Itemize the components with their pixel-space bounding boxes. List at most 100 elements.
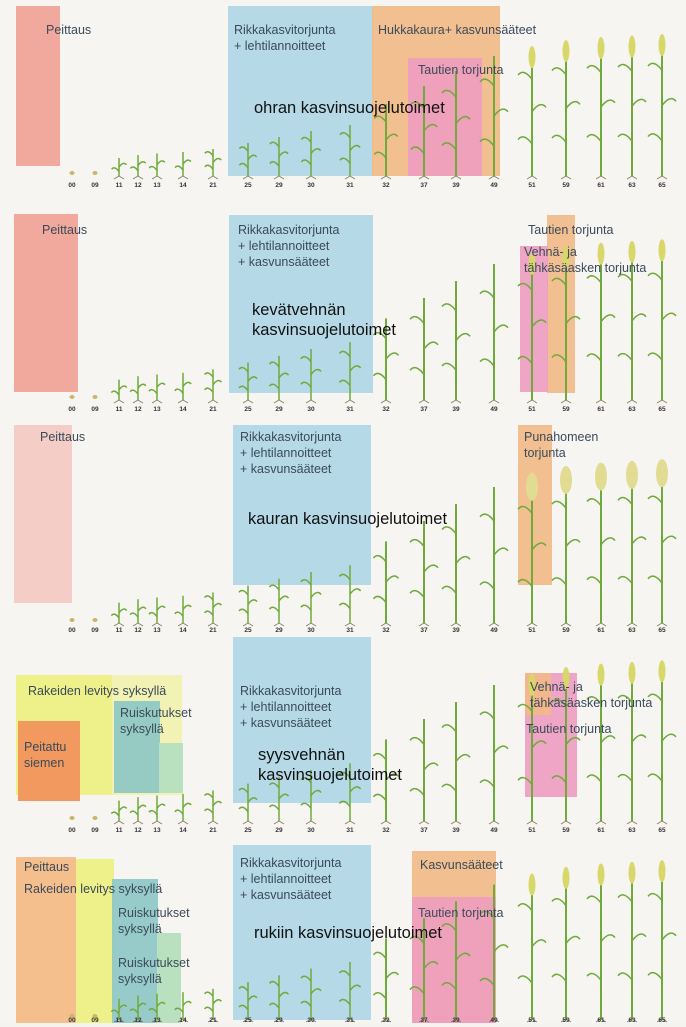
panel-winter-wheat: Rakeiden levitys syksyllä Ruiskutukset s… [0, 635, 686, 843]
herbicide-label-2: + lehtilannoitteet [240, 445, 331, 461]
panel-title: ohran kasvinsuojelutoimet [254, 98, 445, 119]
growth-stage-label: 25 [244, 406, 251, 413]
growth-stage-label: 65 [658, 627, 665, 634]
growth-stage-label: 13 [153, 406, 160, 413]
growth-stage-label: 51 [528, 406, 535, 413]
growth-stage-label: 31 [346, 627, 353, 634]
growth-stage-label: 32 [382, 627, 389, 634]
herbicide-label-2: + lehtilannoitteet [240, 871, 331, 887]
growth-stage-ticks: 0009111213142125293031323739495159616365 [0, 406, 686, 416]
growth-stage-label: 63 [628, 627, 635, 634]
fusarium-label-1: Punahomeen [524, 429, 598, 445]
panel-title: rukiin kasvinsuojelutoimet [254, 923, 442, 944]
growth-stage-label: 31 [346, 406, 353, 413]
autumn-spraying-label-2: syksyllä [118, 921, 162, 937]
growth-stage-label: 61 [597, 827, 604, 834]
growth-stage-label: 25 [244, 182, 251, 189]
growth-stage-label: 37 [420, 406, 427, 413]
growth-stage-label: 00 [68, 406, 75, 413]
seed-treatment-band [14, 425, 72, 603]
herbicide-label-2: + lehtilannoitteet [238, 238, 329, 254]
growth-stage-label: 65 [658, 827, 665, 834]
growth-stage-label: 11 [116, 827, 123, 834]
seed-treatment-label: Peittaus [42, 222, 87, 238]
growth-stage-label: 30 [307, 182, 314, 189]
herbicide-label-2: + lehtilannoitteet [240, 699, 331, 715]
growth-stage-label: 21 [209, 627, 216, 634]
growth-stage-label: 59 [562, 182, 569, 189]
plant-stage-00 [70, 171, 75, 175]
disease-control-label: Tautien torjunta [528, 222, 613, 238]
growth-stage-label: 13 [153, 182, 160, 189]
growth-stage-label: 63 [628, 182, 635, 189]
herbicide-label-1: Rikkakasvitorjunta [240, 855, 341, 871]
growth-stage-label: 51 [528, 827, 535, 834]
growth-stage-label: 37 [420, 182, 427, 189]
seed-treatment-label: Peittaus [46, 22, 91, 38]
growth-stage-label: 39 [452, 182, 459, 189]
autumn-spraying-band-b [159, 743, 183, 793]
growth-stage-label: 29 [275, 827, 282, 834]
growth-stage-label: 39 [452, 627, 459, 634]
plant-stage-09 [93, 618, 98, 622]
growth-stage-label: 09 [91, 627, 98, 634]
growth-stage-label: 12 [134, 406, 141, 413]
growth-stage-label: 49 [490, 827, 497, 834]
panel-title-line-1: syysvehnän [258, 745, 345, 766]
plant-stage-00 [70, 395, 75, 399]
growth-stage-label: 14 [179, 182, 186, 189]
growth-stage-label: 51 [528, 182, 535, 189]
growth-stage-label: 12 [134, 827, 141, 834]
seed-treatment-label: Peittaus [24, 859, 69, 875]
growth-stage-label: 65 [658, 182, 665, 189]
panel-rye: Peittaus Rakeiden levitys syksyllä Ruisk… [0, 843, 686, 1023]
growth-stage-label: 25 [244, 627, 251, 634]
panel-title: kauran kasvinsuojelutoimet [248, 509, 447, 530]
herbicide-label-3: + kasvunsääteet [238, 254, 329, 270]
growth-stage-ticks: 0009111213142125293031323739495159616365 [0, 827, 686, 837]
growth-stage-label: 13 [153, 827, 160, 834]
growth-stage-label: 61 [597, 406, 604, 413]
plant-stage-09 [93, 395, 98, 399]
granule-autumn-label: Rakeiden levitys syksyllä [28, 683, 166, 699]
growth-stage-label: 11 [116, 406, 123, 413]
panel-barley: Peittaus Rikkakasvitorjunta + lehtilanno… [0, 0, 686, 210]
herbicide-label-1: Rikkakasvitorjunta [240, 683, 341, 699]
plant-stage-00 [70, 618, 75, 622]
growth-stage-label: 00 [68, 827, 75, 834]
growth-stage-label: 63 [628, 827, 635, 834]
growth-stage-label: 63 [628, 406, 635, 413]
autumn-spraying-label-1: Ruiskutukset [120, 705, 192, 721]
herbicide-label-1: Rikkakasvitorjunta [240, 429, 341, 445]
treated-seed-label-1: Peitattu [24, 739, 66, 755]
growth-stage-label: 21 [209, 406, 216, 413]
disease-control-band [547, 215, 575, 393]
growth-stage-label: 37 [420, 627, 427, 634]
herbicide-label-1: Rikkakasvitorjunta [234, 22, 335, 38]
growth-stage-label: 00 [68, 182, 75, 189]
leaf-spot-label-2: tähkäsäasken torjunta [524, 260, 646, 276]
growth-stage-label: 29 [275, 406, 282, 413]
growth-regulator-label: Kasvunsääteet [420, 857, 503, 873]
growth-stage-label: 32 [382, 827, 389, 834]
herbicide-label-3: + kasvunsääteet [240, 715, 331, 731]
leaf-spot-label-1: Vehnä- ja [524, 244, 577, 260]
plant-stage-00 [70, 816, 75, 820]
growth-stage-label: 09 [91, 182, 98, 189]
growth-stage-label: 12 [134, 627, 141, 634]
disease-control-label: Tautien torjunta [418, 62, 503, 78]
growth-stage-label: 49 [490, 182, 497, 189]
growth-stage-label: 14 [179, 406, 186, 413]
growth-stage-label: 39 [452, 406, 459, 413]
panel-oats: Peittaus Rikkakasvitorjunta + lehtilanno… [0, 423, 686, 635]
growth-stage-label: 59 [562, 406, 569, 413]
growth-stage-label: 39 [452, 827, 459, 834]
growth-stage-label: 49 [490, 406, 497, 413]
leaf-spot-label-2: tähkäsäasken torjunta [530, 695, 652, 711]
growth-stage-label: 14 [179, 627, 186, 634]
autumn-spraying-label-4: syksyllä [118, 971, 162, 987]
growth-stage-label: 21 [209, 827, 216, 834]
autumn-spraying-label-3: Ruiskutukset [118, 955, 190, 971]
growth-stage-label: 12 [134, 182, 141, 189]
